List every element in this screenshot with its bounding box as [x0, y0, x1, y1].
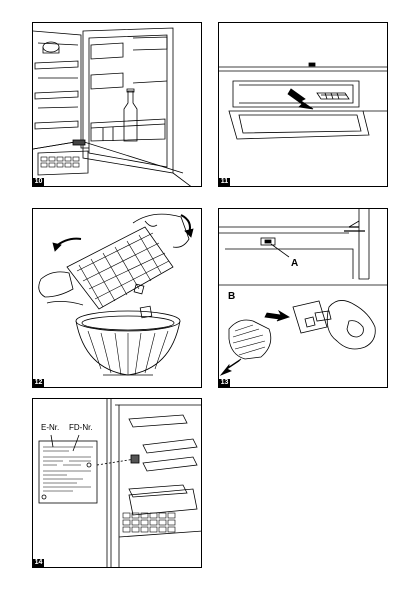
label-e-nr: E-Nr.: [41, 423, 60, 432]
label-b: B: [228, 291, 236, 302]
rating-plate-location-illustration: [38, 399, 201, 567]
figure-13-panel: A B 13: [218, 208, 388, 388]
figure-12-panel: 12: [32, 208, 202, 388]
figure-number: 14: [33, 559, 44, 567]
figure-14-panel: E-Nr. FD-Nr. 14: [32, 398, 202, 568]
ice-tray-emptying-illustration: [38, 213, 194, 376]
label-a: A: [291, 258, 299, 269]
ice-tray-compartment-illustration: [219, 62, 387, 140]
fridge-open-door-illustration: [33, 27, 191, 186]
figure-10-panel: 10: [32, 22, 202, 187]
figure-number: 10: [33, 178, 44, 186]
light-bulb-replacement-illustration: [219, 209, 387, 376]
label-fd-nr: FD-Nr.: [69, 423, 93, 432]
figure-number: 11: [219, 178, 230, 186]
figure-number: 13: [219, 379, 230, 387]
figure-11-panel: 11: [218, 22, 388, 187]
figure-number: 12: [33, 379, 44, 387]
